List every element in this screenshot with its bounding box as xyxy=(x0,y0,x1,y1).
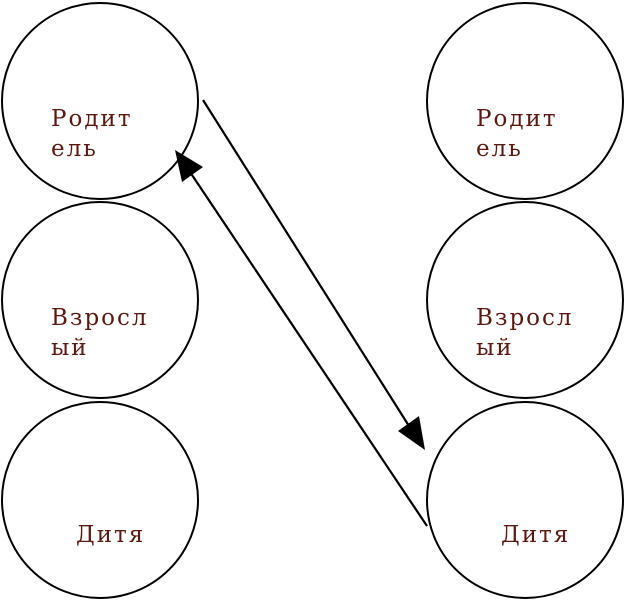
left-parent-label-line1: Родит xyxy=(51,106,133,132)
arrow-parent-to-child-shaft xyxy=(202,99,410,427)
left-parent-circle: Родит ель xyxy=(1,2,199,200)
left-adult-label-line1: Взросл xyxy=(51,305,149,331)
left-parent-label-line2: ель xyxy=(51,136,98,162)
arrow-child-to-parent-shaft xyxy=(189,171,428,527)
right-parent-label-line2: ель xyxy=(476,136,523,162)
left-adult-circle: Взросл ый xyxy=(1,201,199,399)
arrow-parent-to-child-head xyxy=(398,416,425,450)
right-child-label: Дитя xyxy=(501,522,571,548)
left-child-label: Дитя xyxy=(76,522,146,548)
right-adult-label-line1: Взросл xyxy=(476,305,574,331)
arrow-child-to-parent-head xyxy=(175,150,203,182)
right-parent-label-line1: Родит xyxy=(476,106,558,132)
right-adult-circle: Взросл ый xyxy=(426,201,624,399)
arrow-child-to-parent xyxy=(175,150,428,527)
right-adult-label-line2: ый xyxy=(476,335,514,361)
arrow-parent-to-child xyxy=(202,99,425,450)
right-parent-circle: Родит ель xyxy=(426,2,624,200)
left-adult-label-line2: ый xyxy=(51,335,89,361)
right-child-circle: Дитя xyxy=(426,401,624,599)
left-child-circle: Дитя xyxy=(1,401,199,599)
